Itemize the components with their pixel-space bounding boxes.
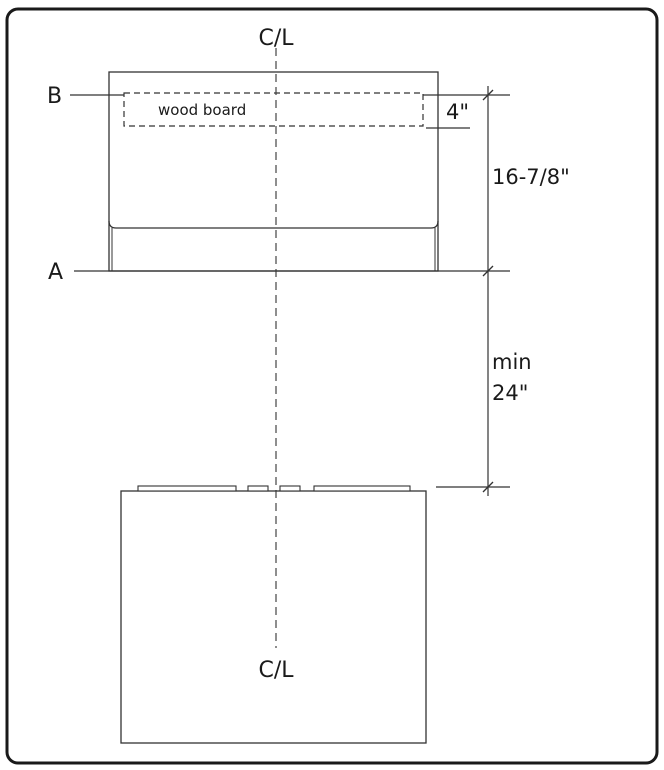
burner-grate-right [313,485,411,492]
dimension-tick-top [482,89,494,101]
dimension-tick-middle [482,265,494,277]
wood-board-outline [123,92,424,127]
burner-grate-center-right [279,485,301,492]
clearance-dimension-line2: 24" [492,381,528,405]
hood-lower-band [108,220,439,229]
clearance-dimension-line1: min [492,350,532,374]
point-b-label: B [47,84,62,109]
centerline-label-bottom: C/L [258,658,294,683]
point-a-label: A [48,260,63,285]
centerline-label-top: C/L [258,26,294,51]
wood-board-label: wood board [158,101,246,119]
board-offset-dimension: 4" [446,100,469,124]
hood-height-dimension: 16-7/8" [492,165,570,189]
burner-grate-left [137,485,237,492]
range-body [120,490,427,744]
burner-grate-center-left [247,485,269,492]
outer-frame [5,7,659,765]
